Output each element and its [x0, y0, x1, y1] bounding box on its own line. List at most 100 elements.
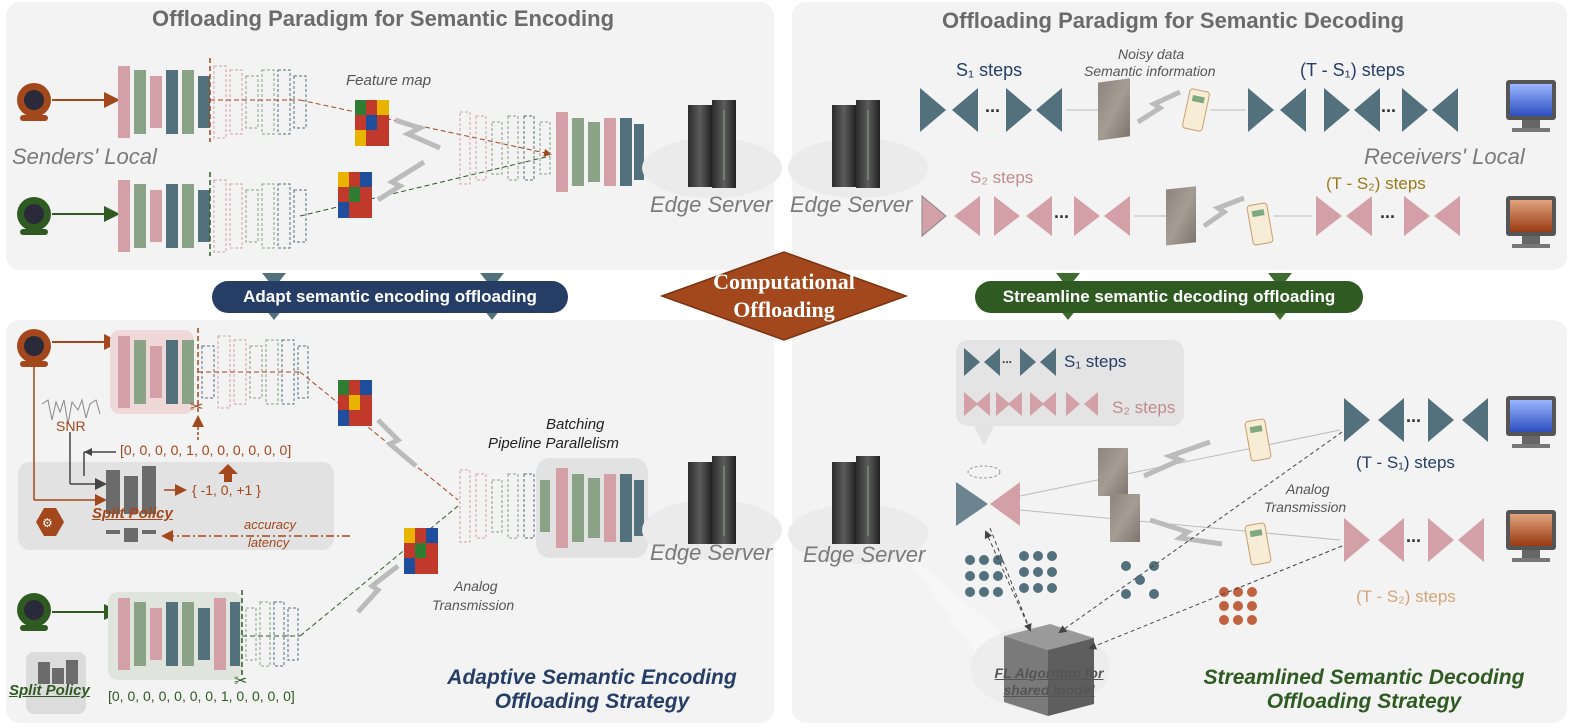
split-policy-label: Split Policy	[9, 682, 90, 699]
t-s2-steps-label: (T - S₂) steps	[1326, 174, 1426, 193]
webcam-icon	[17, 83, 51, 121]
semantic-info-card	[1246, 202, 1274, 246]
webcam-icon	[17, 593, 51, 631]
webcam-icon	[17, 197, 51, 235]
split-policy-label: Split Policy	[92, 505, 173, 522]
latency-label: latency	[248, 535, 290, 550]
edge-server-icon	[642, 456, 782, 560]
fl-line-2: shared model	[1003, 682, 1095, 698]
neural-network-icon	[1019, 551, 1057, 593]
denoising-steps-t-s1	[1248, 88, 1458, 132]
feature-map-label: Feature map	[346, 72, 432, 89]
center-line-1: Computational	[713, 269, 855, 294]
neural-network-icon	[1219, 587, 1257, 625]
arrow-up-icon	[218, 464, 238, 482]
denoising-steps-t-s2-receiver	[1344, 518, 1484, 562]
denoising-steps-t-s2	[1316, 196, 1460, 236]
encoding-strategy-line-1: Adaptive Semantic Encoding	[447, 666, 737, 689]
encoding-paradigm-title: Offloading Paradigm for Semantic Encodin…	[152, 6, 615, 31]
semantic-information-label: Semantic information	[1084, 63, 1216, 79]
neural-network-icon	[965, 555, 1003, 597]
fl-algorithm-label: FL Algorithm for shared model	[976, 665, 1122, 699]
encoding-strategy-title: Adaptive Semantic Encoding Offloading St…	[420, 666, 764, 714]
pipeline-parallelism-label: Pipeline Parallelism	[488, 435, 619, 452]
svg-text:⚙: ⚙	[42, 516, 53, 530]
vector-bottom-label: [0, 0, 0, 0, 0, 0, 0, 1, 0, 0, 0, 0]	[108, 688, 295, 704]
batching-label: Batching	[546, 416, 605, 433]
t-s2-steps-receiver-label: (T - S₂) steps	[1356, 587, 1456, 606]
streamline-decoding-pill: Streamline semantic decoding offloading	[975, 281, 1363, 313]
noisy-data-image	[1098, 448, 1128, 496]
edge-server-label: Edge Server	[650, 540, 773, 565]
computational-offloading-diamond	[659, 251, 909, 341]
server-decoder-layers-batched	[459, 468, 644, 548]
encoder-layers-bottom	[118, 172, 307, 256]
edge-server-icon	[642, 100, 782, 198]
monitor-icon	[1506, 80, 1556, 132]
scissors-icon: ✂	[234, 673, 247, 690]
edge-server-label: Edge Server	[650, 192, 773, 217]
encoder-layers-adaptive-bottom	[118, 590, 299, 676]
transmission-word-label: Transmission	[432, 597, 515, 613]
feature-map-cube	[338, 172, 372, 218]
gear-icon: ⚙	[36, 508, 64, 536]
dots-label: ...	[1406, 526, 1422, 546]
dots-label: ...	[985, 96, 1001, 116]
edge-server-icon	[788, 456, 928, 564]
decoding-strategy-line-2: Offloading Strategy	[1266, 690, 1462, 713]
t-s1-steps-receiver-label: (T - S₁) steps	[1356, 453, 1455, 472]
edge-server-icon	[788, 100, 928, 198]
vector-top-label: [0, 0, 0, 0, 1, 0, 0, 0, 0, 0, 0]	[120, 442, 292, 458]
action-set-label: { -1, 0, +1 }	[192, 482, 261, 498]
noisy-data-image	[1110, 494, 1140, 542]
dots-label: ...	[1002, 352, 1013, 366]
semantic-info-card	[1244, 522, 1272, 566]
snr-waveform	[41, 398, 101, 425]
edge-server-label: Edge Server	[790, 192, 913, 217]
encoder-layers-top	[118, 58, 307, 142]
split-policy-icon-small	[26, 652, 86, 714]
dots-label: ...	[1406, 406, 1422, 426]
edge-server-label: Edge Server	[803, 542, 926, 567]
denoising-steps-s1	[920, 88, 1062, 132]
transmission-word-label: Transmission	[1264, 499, 1347, 515]
analog-word-label: Analog	[454, 578, 498, 594]
step-callout	[956, 340, 1184, 446]
feature-map-cube	[404, 528, 438, 574]
computational-offloading-label: Computational Offloading	[684, 268, 884, 324]
dots-label: ...	[1381, 96, 1397, 116]
adapt-encoding-pill: Adapt semantic encoding offloading	[212, 281, 568, 313]
semantic-info-card	[1182, 88, 1210, 132]
encoding-strategy-line-2: Offloading Strategy	[494, 690, 690, 713]
senders-local-label: Senders' Local	[12, 144, 157, 169]
monitor-icon	[1506, 510, 1556, 562]
receivers-local-label: Receivers' Local	[1364, 144, 1525, 169]
noisy-data-image	[1166, 186, 1196, 246]
fl-line-1: FL Algorithm for	[994, 665, 1104, 681]
t-s1-steps-label: (T - S₁) steps	[1300, 60, 1405, 80]
center-line-2: Offloading	[733, 297, 835, 322]
dots-label: ...	[1380, 202, 1396, 222]
semantic-info-card	[1244, 418, 1272, 462]
s1-steps-label: S₁ steps	[956, 60, 1023, 80]
denoising-steps-t-s1-receiver	[1344, 398, 1488, 442]
feature-map-cube	[338, 380, 372, 426]
decoding-strategy-line-1: Streamlined Semantic Decoding	[1203, 666, 1525, 689]
server-decoder-layers-top	[459, 111, 644, 192]
noisy-data-label: Noisy data	[1118, 46, 1185, 62]
s1-steps-callout-label: S₁ steps	[1064, 352, 1127, 371]
scissors-icon: ✂	[190, 399, 203, 416]
noisy-data-image	[1098, 78, 1130, 141]
denoising-steps-s2	[921, 194, 1130, 238]
dots-label: ...	[1054, 202, 1070, 222]
s2-steps-label: S₂ steps	[970, 168, 1034, 187]
monitor-icon	[1506, 396, 1556, 448]
feature-map-cube	[355, 100, 389, 146]
decoding-paradigm-title: Offloading Paradigm for Semantic Decodin…	[942, 8, 1405, 33]
decoding-strategy-title: Streamlined Semantic Decoding Offloading…	[1174, 666, 1554, 714]
s2-steps-callout-label: S₂ steps	[1112, 398, 1176, 417]
snr-label: SNR	[56, 418, 86, 434]
neural-network-icon	[1121, 561, 1159, 599]
shared-denoiser	[956, 482, 1020, 526]
